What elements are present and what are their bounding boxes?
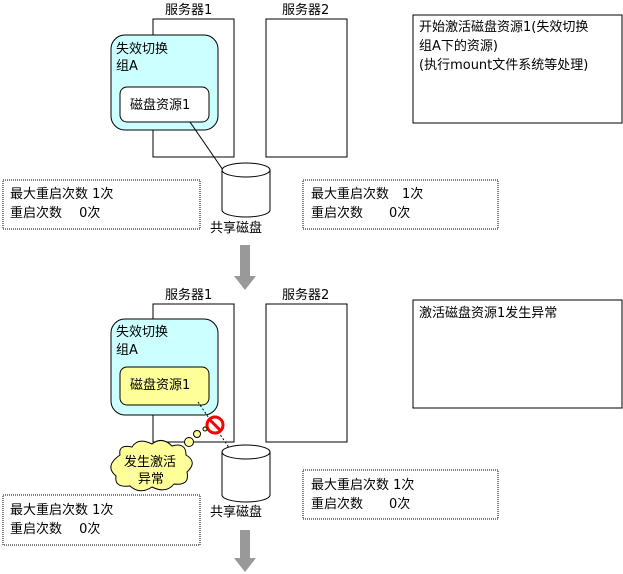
step2: 服务器1 服务器2 失效切换 组A 磁盘资源1 共享磁盘 发生激活 异常 激活磁… xyxy=(2,287,623,572)
down-arrow-icon xyxy=(234,530,256,572)
info-box xyxy=(412,14,623,124)
group-label-2: 组A xyxy=(116,343,138,358)
info-line: 开始激活磁盘资源1(失效切换 xyxy=(419,19,588,35)
group-label-1: 失效切换 xyxy=(116,42,168,57)
disk-resource-1 xyxy=(119,86,210,123)
server2-label: 服务器2 xyxy=(282,2,329,18)
info-line: 激活磁盘资源1发生异常 xyxy=(419,305,557,321)
error-text-2: 异常 xyxy=(138,472,164,487)
resource-label: 磁盘资源1 xyxy=(130,377,190,393)
restart-count: 重启次数 0次 xyxy=(10,521,100,537)
group-label-1: 失效切换 xyxy=(116,325,168,340)
step1: 服务器1 服务器2 失效切换 组A 磁盘资源1 共享磁盘 开始激活磁盘资源1(失… xyxy=(2,2,623,290)
right-counter-box xyxy=(302,469,499,520)
server1-label: 服务器1 xyxy=(165,2,212,18)
max-restart-count: 最大重启次数 1次 xyxy=(10,502,113,518)
restart-count: 重启次数 0次 xyxy=(10,205,100,221)
server2 xyxy=(265,18,348,158)
server1-label: 服务器1 xyxy=(165,287,212,303)
resource-label: 磁盘资源1 xyxy=(130,97,190,113)
prohibited-icon xyxy=(205,415,225,435)
left-counter-box xyxy=(2,179,201,230)
left-counter-box xyxy=(2,494,201,546)
down-arrow-icon xyxy=(234,245,256,290)
info-line: (执行mount文件系统等处理) xyxy=(419,57,588,73)
disk-resource-1 xyxy=(119,366,210,406)
max-restart-count: 最大重启次数 1次 xyxy=(311,477,414,493)
shared-disk-icon xyxy=(221,162,271,218)
info-box xyxy=(412,299,623,409)
server2-label: 服务器2 xyxy=(282,287,329,303)
error-cloud xyxy=(110,426,208,492)
info-line: 组A下的资源) xyxy=(419,38,498,54)
max-restart-count: 最大重启次数 1次 xyxy=(311,186,423,202)
restart-count: 重启次数 0次 xyxy=(311,205,410,221)
shared-disk-label: 共享磁盘 xyxy=(210,504,262,520)
right-counter-box xyxy=(302,179,499,230)
max-restart-count: 最大重启次数 1次 xyxy=(10,186,113,202)
shared-disk-icon xyxy=(221,444,271,503)
error-text-1: 发生激活 xyxy=(124,454,176,470)
server2 xyxy=(265,303,348,443)
group-label-2: 组A xyxy=(116,59,138,74)
restart-count: 重启次数 0次 xyxy=(311,496,410,512)
shared-disk-label: 共享磁盘 xyxy=(210,220,262,236)
